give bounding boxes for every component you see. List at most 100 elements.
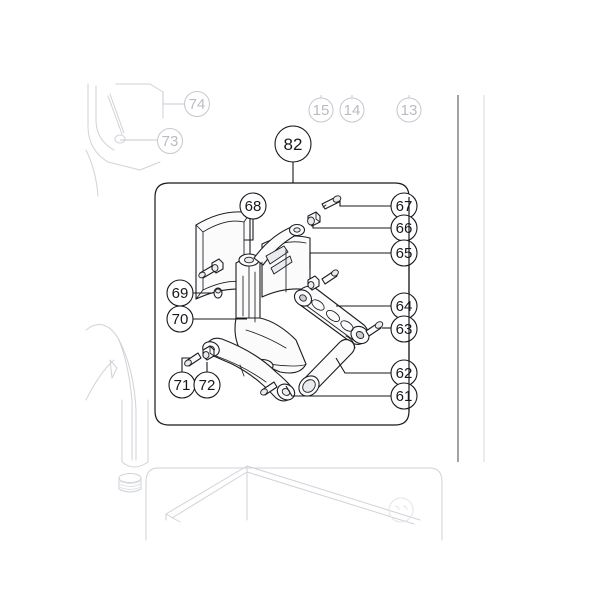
fastener-pair-mid-right[interactable] <box>307 269 340 291</box>
callout-70-circle[interactable] <box>166 305 194 333</box>
part-68-edge-tl <box>195 224 204 233</box>
callout-70[interactable]: 70 <box>166 305 247 333</box>
part-72-bore <box>202 351 210 359</box>
callout-74-label: 74 <box>189 96 206 113</box>
part-65-brace-bore <box>293 227 301 233</box>
fastener-pair-upper-left[interactable] <box>198 258 224 279</box>
part-65-web-b <box>270 255 293 275</box>
callouts-left-column: 69 70 71 72 <box>166 279 247 399</box>
callout-72-label: 72 <box>199 377 216 394</box>
part-72-bushing-nut[interactable] <box>202 345 215 361</box>
part-64-hole-1 <box>311 299 325 311</box>
callout-66[interactable]: 66 <box>312 214 418 242</box>
callout-67-leader <box>339 200 391 207</box>
part-68-edge-bl <box>195 289 204 300</box>
part-62-end-far <box>345 335 356 349</box>
part-67-head <box>332 195 342 203</box>
callout-64-label: 64 <box>396 298 413 315</box>
part-66-face <box>315 211 321 223</box>
callout-73-circle[interactable] <box>156 127 184 155</box>
callout-13-label: 13 <box>401 102 418 119</box>
callout-69[interactable]: 69 <box>166 279 213 307</box>
part-65-back-panel[interactable] <box>253 223 311 298</box>
callout-13-circle[interactable] <box>396 97 422 123</box>
part-64-lower-edge <box>306 305 357 343</box>
callout-61-circle[interactable] <box>390 382 418 410</box>
callout-68-circle[interactable] <box>239 192 267 220</box>
part-lower-arm-crease <box>215 355 267 383</box>
callout-62-leader <box>335 357 391 374</box>
callout-13[interactable]: 13 <box>396 95 422 123</box>
callout-65[interactable]: 65 <box>309 239 418 270</box>
part-61-head <box>260 388 268 396</box>
callout-74-circle[interactable] <box>183 90 211 118</box>
page-frame-lines <box>457 95 485 462</box>
callout-15-circle[interactable] <box>308 97 334 123</box>
callout-82[interactable]: 82 <box>274 125 312 183</box>
callout-65-circle[interactable] <box>390 239 418 267</box>
part-63-bolt[interactable] <box>365 320 384 337</box>
callout-71-leader <box>181 357 190 372</box>
callout-66-leader <box>312 224 391 229</box>
callout-63-circle[interactable] <box>390 315 418 343</box>
part-69-top <box>215 288 221 294</box>
callout-14-label: 14 <box>344 102 361 119</box>
part-67-tip <box>322 204 327 208</box>
callout-72[interactable]: 72 <box>193 362 221 399</box>
part-64-link-arm[interactable] <box>291 285 372 347</box>
callout-70-label: 70 <box>172 311 189 328</box>
callout-62-label: 62 <box>396 365 413 382</box>
callout-65-leader <box>309 252 391 270</box>
callout-15-label: 15 <box>313 102 330 119</box>
mid-right-bolt-head <box>331 269 339 277</box>
callout-68-label: 68 <box>245 198 262 215</box>
callout-82-circle[interactable] <box>274 125 312 163</box>
callout-82-label: 82 <box>284 135 303 154</box>
callout-69-label: 69 <box>172 285 189 302</box>
callout-68-leader <box>244 219 254 241</box>
part-72-face <box>209 345 215 357</box>
part-70-top-bore <box>244 256 254 264</box>
callout-61-leader <box>285 385 391 397</box>
part-71-bolt[interactable] <box>183 352 202 367</box>
part-69-pin[interactable] <box>213 287 223 299</box>
part-64-hole-3 <box>340 320 354 332</box>
callout-68[interactable]: 68 <box>239 192 267 241</box>
part-62-roller-tube[interactable] <box>295 335 356 400</box>
part-66-bore <box>307 216 315 226</box>
part-71-head <box>184 359 192 367</box>
callout-63-label: 63 <box>396 321 413 338</box>
callout-63[interactable]: 63 <box>382 315 418 343</box>
part-65-web-a <box>265 245 289 265</box>
callout-73[interactable]: 73 <box>120 127 184 155</box>
part-64-bore-left <box>299 294 307 302</box>
ghost-background-geometry <box>85 83 443 541</box>
callout-74[interactable]: 74 <box>162 90 211 118</box>
callout-66-label: 66 <box>396 220 413 237</box>
callout-64[interactable]: 64 <box>336 292 418 320</box>
callout-71[interactable]: 71 <box>168 357 196 399</box>
callout-14-circle[interactable] <box>339 97 365 123</box>
callout-72-circle[interactable] <box>193 371 221 399</box>
part-63-head <box>374 321 384 329</box>
part-64-hole-2 <box>326 310 340 322</box>
part-66-bushing-nut[interactable] <box>307 211 321 227</box>
callout-67-label: 67 <box>396 198 413 215</box>
part-61-bolt[interactable] <box>259 381 278 396</box>
callout-61[interactable]: 61 <box>285 382 418 410</box>
part-lower-arm-rib <box>239 364 245 377</box>
callout-62[interactable]: 62 <box>335 357 418 387</box>
callout-15[interactable]: 15 <box>308 95 334 123</box>
callout-61-label: 61 <box>396 388 413 405</box>
upper-left-nut-bore <box>211 264 219 272</box>
callout-65-label: 65 <box>396 245 413 262</box>
part-64-bore-right <box>355 331 365 339</box>
faded-callouts-group: 74 73 15 14 13 <box>120 90 422 155</box>
part-67-bolt[interactable] <box>321 195 342 210</box>
callout-71-label: 71 <box>174 377 191 394</box>
callout-73-label: 73 <box>162 133 179 150</box>
callout-14[interactable]: 14 <box>339 95 365 123</box>
upper-left-bolt-head <box>198 271 206 279</box>
